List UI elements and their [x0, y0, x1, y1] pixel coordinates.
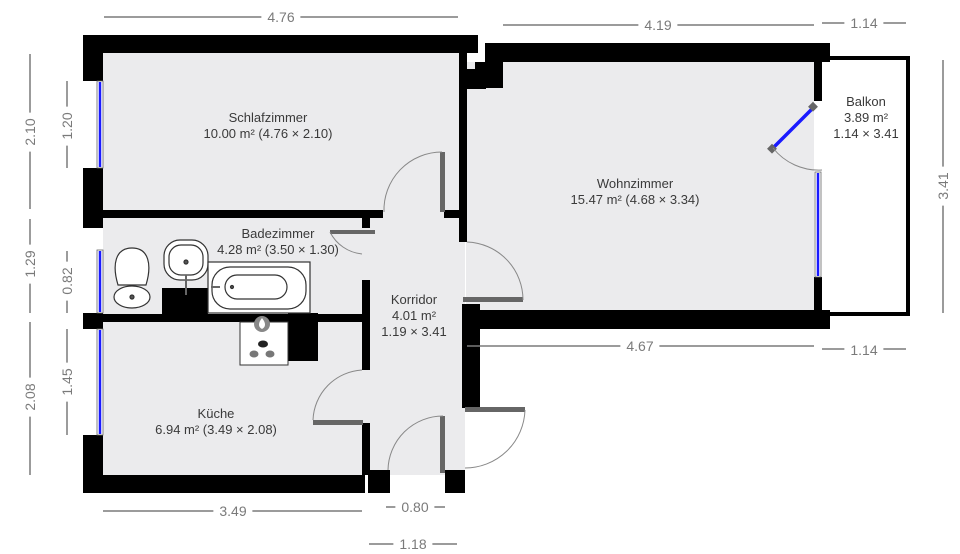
- room-name: Wohnzimmer: [596, 176, 674, 191]
- room-name: Balkon: [846, 94, 886, 109]
- windows: [96, 80, 822, 436]
- dimension-bottom-kueche: 3.49: [213, 503, 253, 519]
- room-name: Korridor: [390, 292, 438, 307]
- dimension-bottom-wohnzimmer: 4.67: [620, 338, 660, 354]
- floor-wohnzimmer[interactable]: [466, 62, 814, 312]
- floor-schlafzimmer[interactable]: [103, 53, 459, 210]
- walls: [83, 35, 910, 493]
- room-area: 3.89 m²: [843, 110, 889, 125]
- room-size: 1.14 × 3.41: [833, 126, 899, 141]
- floor-balkon[interactable]: [822, 58, 908, 314]
- room-name: Schlafzimmer: [228, 110, 308, 125]
- dimension-top-balkon: 1.14: [844, 15, 884, 31]
- room-floors: [103, 53, 814, 475]
- dimension-bottom-balkon: 1.14: [844, 342, 884, 358]
- room-size: 1.19 × 3.41: [381, 324, 447, 339]
- room-label-kueche: Küche 6.94 m² (3.49 × 2.08): [155, 406, 277, 438]
- room-name: Badezimmer: [241, 226, 315, 241]
- dimension-bottom-korridor: 1.18: [393, 536, 433, 552]
- dimension-left-schlafzimmer: 2.10: [22, 112, 38, 152]
- room-label-schlafzimmer: Schlafzimmer 10.00 m² (4.76 × 2.10): [204, 110, 333, 142]
- floor-kueche[interactable]: [103, 322, 365, 475]
- dimension-right-balkon: 3.41: [935, 166, 951, 206]
- room-label-badezimmer: Badezimmer 4.28 m² (3.50 × 1.30): [217, 226, 339, 258]
- dimension-left-badezimmer-window: 0.82: [59, 261, 75, 301]
- dimension-bottom-door: 0.80: [395, 499, 435, 515]
- room-area: 4.28 m² (3.50 × 1.30): [217, 242, 339, 257]
- toilet-icon: [114, 247, 150, 286]
- dimension-left-schlafzimmer-window: 1.20: [59, 106, 75, 146]
- dimension-left-kueche: 2.08: [22, 377, 38, 417]
- dimension-top-schlafzimmer: 4.76: [261, 9, 301, 25]
- room-label-balkon: Balkon 3.89 m² 1.14 × 3.41: [833, 94, 898, 142]
- room-label-korridor: Korridor 4.01 m² 1.19 × 3.41: [381, 292, 446, 340]
- doors: [313, 152, 525, 473]
- room-area: 4.01 m²: [391, 308, 437, 323]
- dimension-left-badezimmer: 1.29: [22, 244, 38, 284]
- floor-korridor[interactable]: [365, 210, 465, 475]
- stove-icon: [239, 316, 289, 366]
- dimension-top-wohnzimmer: 4.19: [638, 17, 678, 33]
- bathroom-fixtures: [113, 239, 311, 314]
- room-area: 15.47 m² (4.68 × 3.34): [570, 192, 700, 207]
- dimension-left-kueche-window: 1.45: [59, 362, 75, 402]
- room-label-wohnzimmer: Wohnzimmer 15.47 m² (4.68 × 3.34): [571, 176, 700, 208]
- room-name: Küche: [197, 406, 235, 421]
- room-area: 6.94 m² (3.49 × 2.08): [155, 422, 277, 437]
- room-area: 10.00 m² (4.76 × 2.10): [203, 126, 333, 141]
